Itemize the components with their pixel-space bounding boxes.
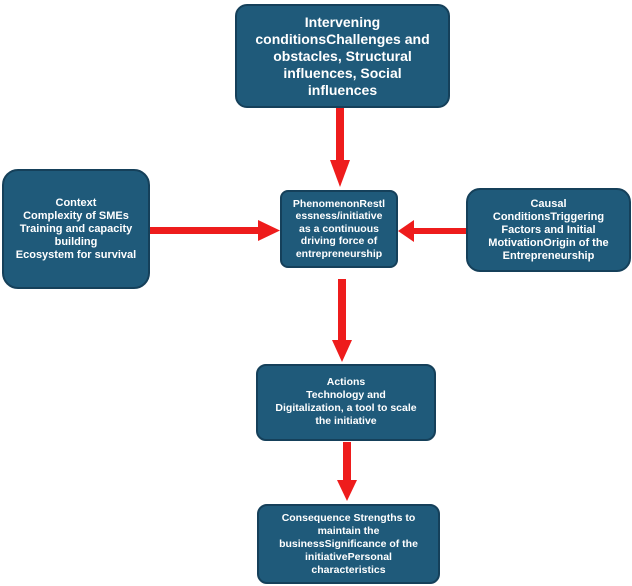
arrow-phenomenon-to-actions — [332, 279, 352, 362]
causal-conditions-node: Causal ConditionsTriggering Factors and … — [466, 188, 631, 272]
actions-text: Actions Technology and Digitalization, a… — [275, 376, 417, 427]
context-text: Context Complexity of SMEs Training and … — [15, 196, 137, 261]
consequence-text: Consequence Strengths to maintain the bu… — [279, 511, 418, 576]
arrow-causal-to-phenomenon — [398, 220, 466, 242]
consequence-node: Consequence Strengths to maintain the bu… — [257, 504, 440, 584]
phenomenon-node: PhenomenonRestl essness/initiative as a … — [280, 190, 398, 268]
intervening-conditions-text: Intervening conditionsChallenges and obs… — [255, 13, 430, 98]
intervening-conditions-node: Intervening conditionsChallenges and obs… — [235, 4, 450, 108]
arrow-actions-to-consequence — [337, 442, 357, 501]
context-node: Context Complexity of SMEs Training and … — [2, 169, 150, 289]
phenomenon-text: PhenomenonRestl essness/initiative as a … — [292, 197, 386, 260]
causal-conditions-text: Causal ConditionsTriggering Factors and … — [488, 197, 609, 262]
actions-node: Actions Technology and Digitalization, a… — [256, 364, 436, 441]
arrow-intervening-to-phenomenon — [330, 108, 350, 187]
arrow-context-to-phenomenon — [150, 220, 280, 241]
